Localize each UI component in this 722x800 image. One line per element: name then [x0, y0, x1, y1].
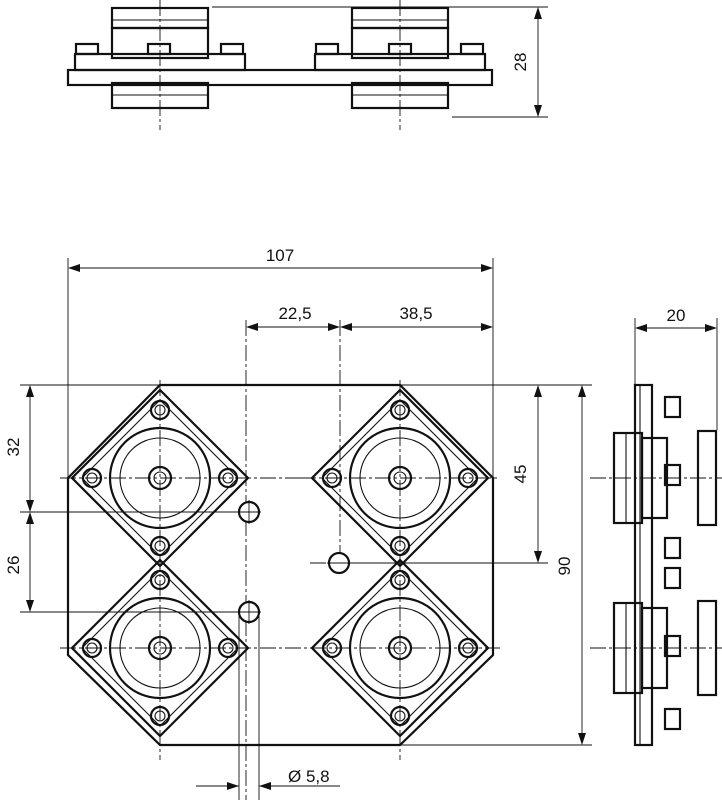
dim-overall-width	[67, 258, 494, 478]
dim-left-verticals	[20, 384, 246, 613]
dim-right-90: 90	[555, 557, 574, 576]
top-view	[66, 0, 548, 130]
dim-right-45: 45	[511, 465, 530, 484]
front-view	[60, 320, 500, 800]
dim-side-20: 20	[667, 306, 686, 325]
dim-diameter-5-8: Ø 5,8	[288, 767, 330, 786]
dim-offset-38-5: 38,5	[399, 304, 432, 323]
dim-hole-diameter	[196, 612, 340, 800]
side-view	[590, 318, 722, 747]
dim-left-26: 26	[4, 556, 23, 575]
dim-height-28: 28	[511, 53, 530, 72]
dim-offset-22-5: 22,5	[278, 304, 311, 323]
dim-right-verticals	[350, 384, 592, 746]
dim-left-32: 32	[4, 438, 23, 457]
dim-offsets	[246, 323, 493, 331]
dim-width-107: 107	[266, 246, 294, 265]
